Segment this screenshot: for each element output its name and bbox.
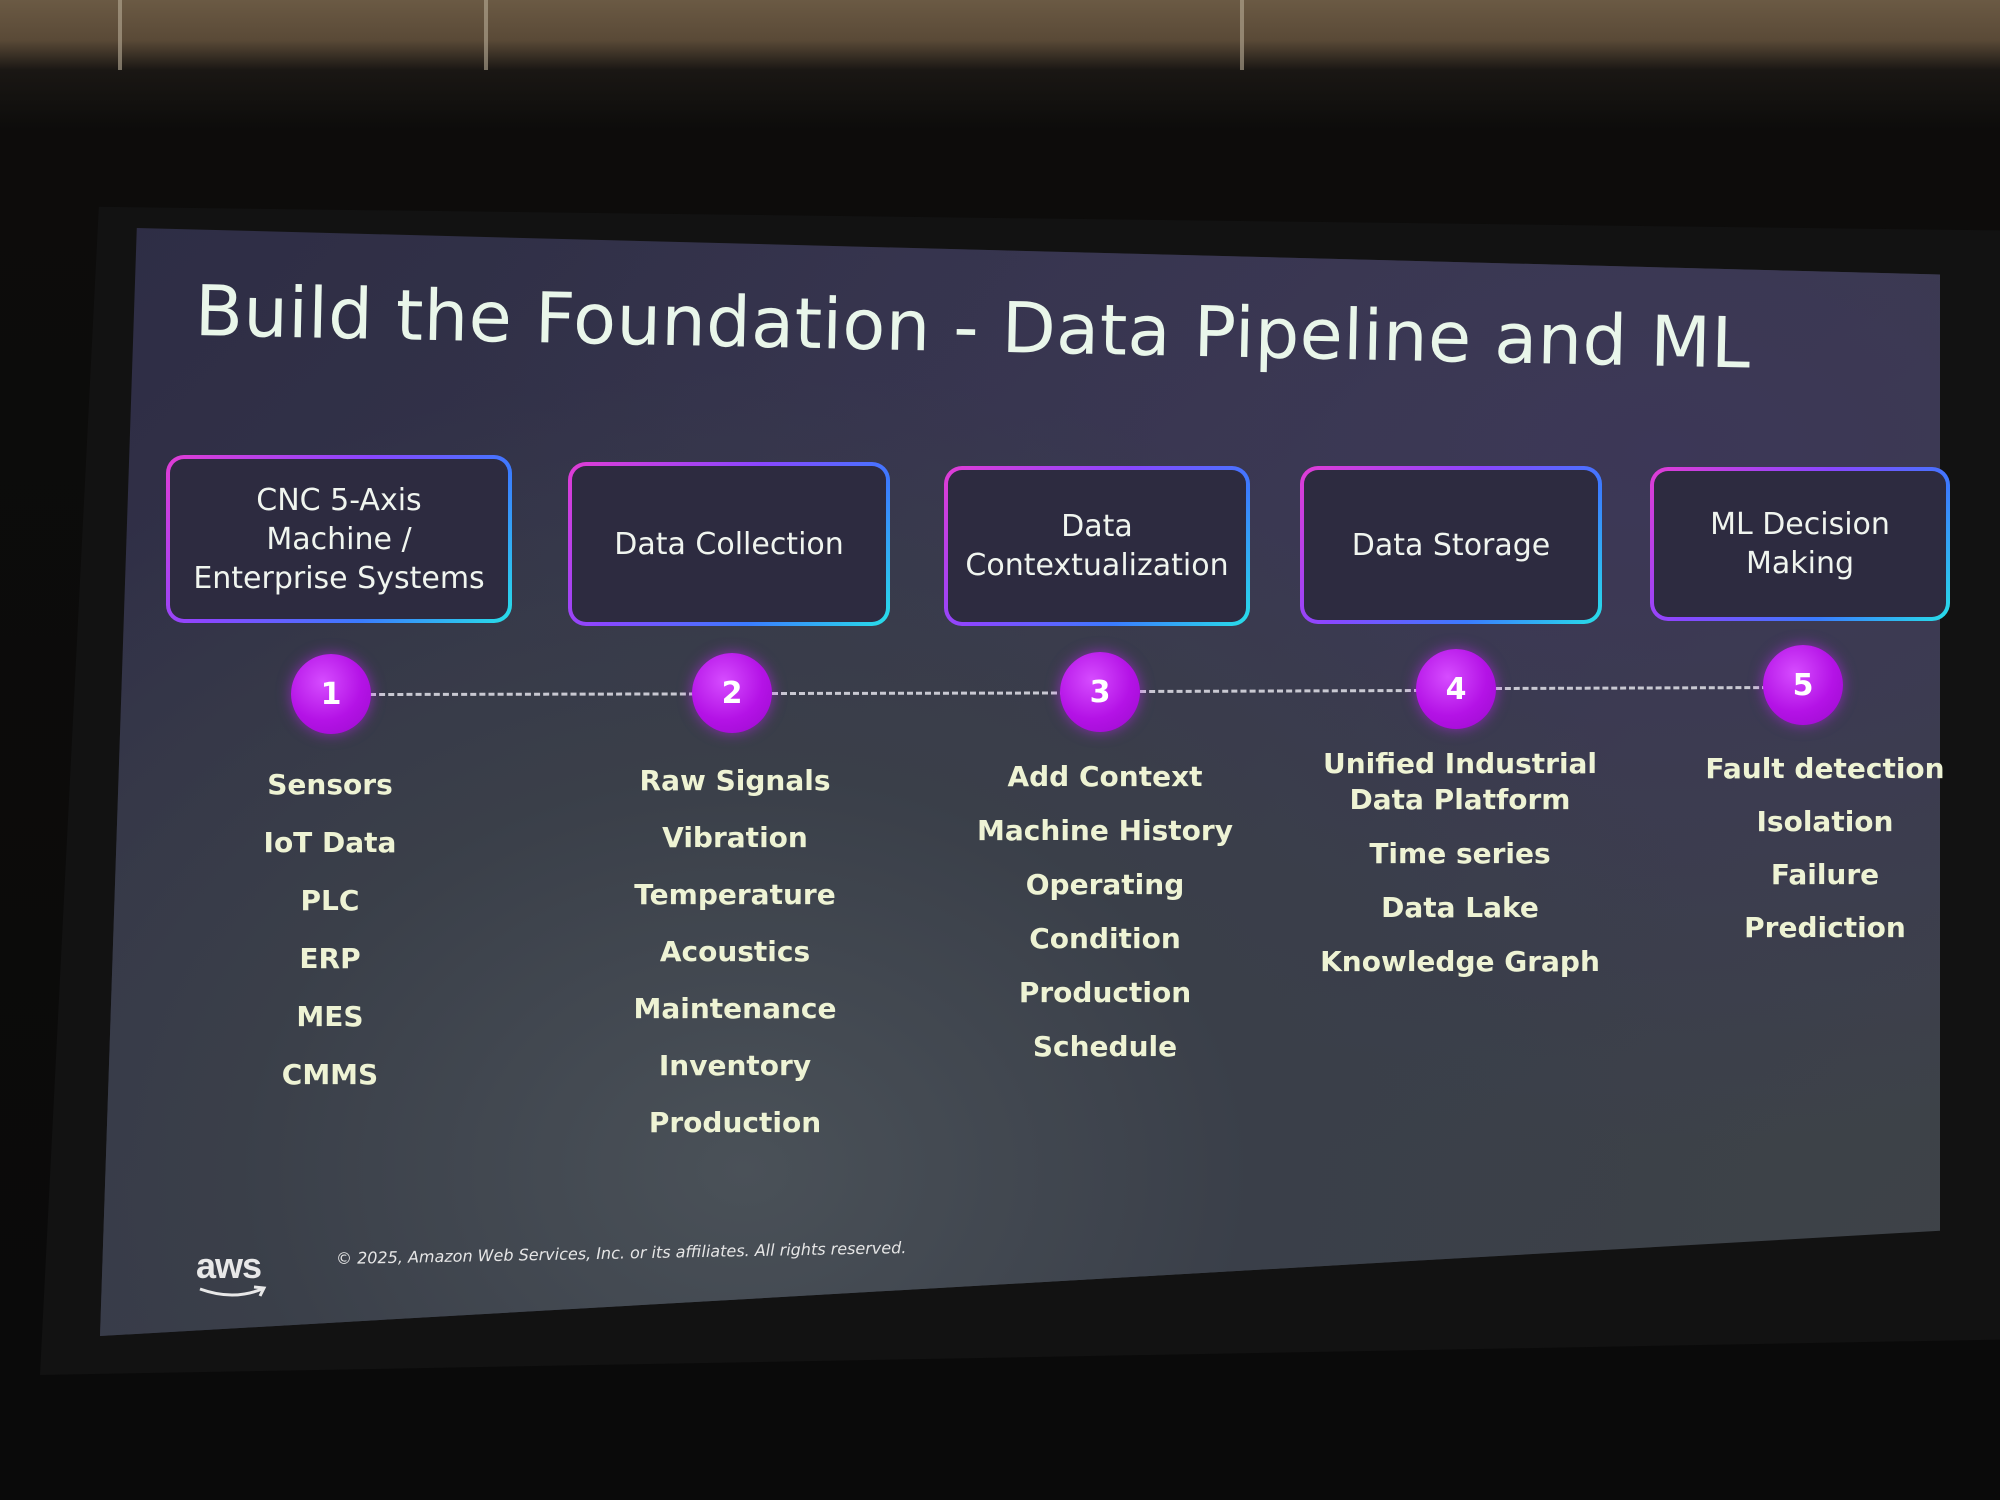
list-item: Inventory [658,1049,812,1082]
list-item: Data Lake [1381,891,1539,924]
wall-seam [484,0,488,70]
step-box-5: ML Decision Making [1650,467,1950,621]
list-item: Operating Condition [1025,868,1185,955]
step-label: Data Storage [1351,527,1551,563]
step-1-items: Sensors IoT Data PLC ERP MES CMMS [230,756,430,1104]
list-item: PLC [300,884,360,917]
step-label: Data Contextualization [965,509,1229,583]
list-item: Isolation [1756,805,1894,838]
list-item: Production Schedule [1018,976,1192,1063]
step-box-2: Data Collection [568,462,890,626]
list-item: Fault detection [1705,752,1945,785]
step-number-5: 5 [1763,645,1843,725]
list-item: Knowledge Graph [1320,945,1600,978]
step-number-4: 4 [1416,649,1496,729]
list-item: Maintenance [633,992,837,1025]
step-2-items: Raw Signals Vibration Temperature Acoust… [600,752,870,1151]
list-item: Production [648,1106,822,1139]
timeline-connector [369,692,696,696]
list-item: Vibration [662,821,808,854]
aws-smile-icon [199,1285,267,1297]
timeline-connector [771,691,1067,695]
list-item: IoT Data [263,826,397,859]
list-item: Machine History [977,814,1233,847]
step-label: ML Decision Making [1710,507,1890,581]
projection-screen [100,228,1940,1336]
list-item: Time series [1369,837,1551,870]
wall-seam [118,0,122,70]
aws-logo: aws [196,1245,276,1303]
list-item: Acoustics [659,935,811,968]
step-3-items: Add Context Machine History Operating Co… [950,750,1260,1074]
step-box-4: Data Storage [1300,466,1602,624]
step-number-1: 1 [291,654,371,734]
list-item: Temperature [634,878,836,911]
list-item: Sensors [267,768,393,801]
list-item: ERP [299,942,361,975]
step-number-2: 2 [692,653,772,733]
list-item: Add Context [1007,760,1203,793]
list-item: MES [296,1000,364,1033]
aws-logo-text: aws [196,1245,262,1286]
step-label: Data Collection [614,526,844,562]
step-number-3: 3 [1060,652,1140,732]
step-5-items: Fault detection Isolation Failure Predic… [1700,742,1950,954]
list-item: Raw Signals [639,764,831,797]
list-item: Unified Industrial Data Platform [1322,747,1598,816]
wall-seam [1240,0,1244,70]
step-label: CNC 5-Axis Machine / Enterprise Systems [193,482,485,596]
list-item: CMMS [281,1058,379,1091]
list-item: Failure Prediction [1744,858,1906,944]
step-4-items: Unified Industrial Data Platform Time se… [1320,746,1600,980]
step-box-1: CNC 5-Axis Machine / Enterprise Systems [166,455,512,623]
step-box-3: Data Contextualization [944,466,1250,626]
